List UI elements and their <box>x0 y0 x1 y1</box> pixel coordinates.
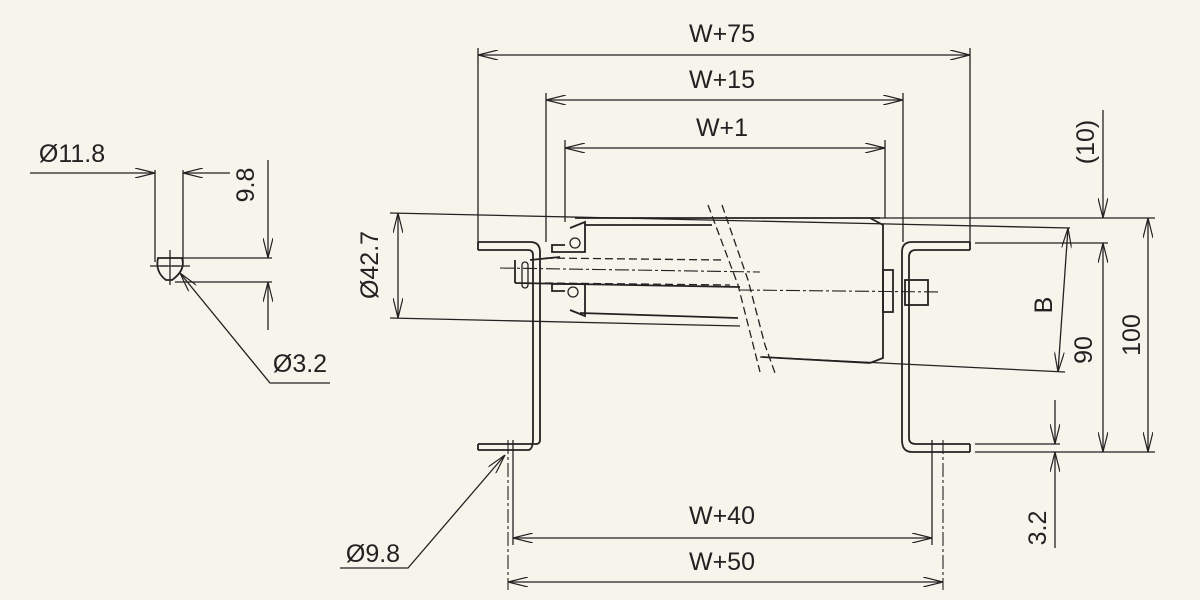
dimension-label-mount-hole: Ø9.8 <box>346 540 400 568</box>
dimension-label-100: 100 <box>1118 314 1146 356</box>
dimension-label-roller-diameter: Ø42.7 <box>356 231 384 299</box>
dimension-thickness: 3.2 <box>975 400 1060 548</box>
dimension-label-b: B <box>1030 297 1058 314</box>
shaft <box>499 256 941 313</box>
shaft-end-detail: Ø11.8 9.8 Ø3.2 <box>30 140 330 384</box>
dimension-label-w75: W+75 <box>689 20 755 48</box>
dimension-w50: W+50 <box>507 440 944 590</box>
dimension-label-shaft-flat: 9.8 <box>232 168 260 203</box>
dimension-label-w1: W+1 <box>696 114 748 142</box>
dimension-label-10: (10) <box>1072 120 1100 164</box>
break-lines <box>707 204 776 374</box>
dimension-100: 100 <box>1118 218 1148 452</box>
dimension-label-3-2: 3.2 <box>1024 511 1052 546</box>
dimension-label-w15: W+15 <box>689 66 755 94</box>
dimension-roller-diameter: Ø42.7 <box>356 213 398 318</box>
left-bracket <box>477 241 541 451</box>
dimension-10: (10) <box>880 110 1155 244</box>
dimension-w40: W+40 <box>512 440 933 545</box>
dimension-w1: W+1 <box>564 114 886 222</box>
dimension-label-90: 90 <box>1070 336 1098 364</box>
dimension-label-shaft-diameter: Ø11.8 <box>39 140 105 168</box>
dimension-label-w40: W+40 <box>689 502 755 530</box>
roller-tube <box>389 212 1071 373</box>
right-bracket <box>901 241 971 453</box>
dimension-90 <box>975 243 1155 453</box>
dimension-label-pin-hole: Ø3.2 <box>273 350 327 378</box>
dimension-w15: W+15 <box>545 66 904 242</box>
dimension-mount-hole: Ø9.8 <box>340 455 505 569</box>
dimension-w75: W+75 <box>477 20 971 245</box>
dimension-label-w50: W+50 <box>689 548 755 576</box>
dimension-b: B 90 <box>1030 228 1098 372</box>
